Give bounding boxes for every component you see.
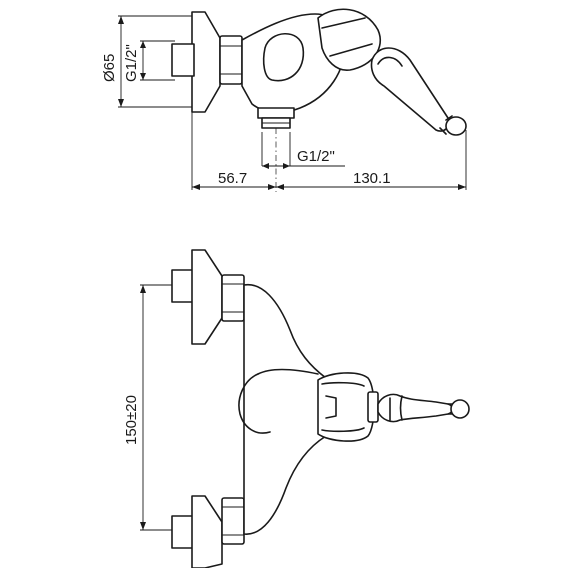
center-distance-label: 150±20 xyxy=(123,395,140,445)
lever-handle[interactable] xyxy=(370,47,450,132)
inlet-pipe xyxy=(171,43,195,77)
diameter-label: Ø65 xyxy=(101,54,118,82)
outlet-collar xyxy=(257,107,295,119)
lever-handle-front[interactable] xyxy=(377,393,454,423)
thread-bottom-label: G1/2" xyxy=(297,148,335,165)
lower-nut xyxy=(221,497,245,545)
arrow xyxy=(140,41,146,48)
upper-inlet-pipe xyxy=(171,269,195,303)
lower-inlet-pipe xyxy=(171,515,195,549)
union-nut xyxy=(219,35,243,85)
upper-flange xyxy=(191,249,223,345)
wall-flange xyxy=(191,11,221,113)
arrow xyxy=(118,99,124,107)
arrow xyxy=(118,16,124,24)
handle-tip xyxy=(445,116,467,136)
body-recess xyxy=(262,33,305,82)
mixer-body-front xyxy=(243,283,327,535)
offset-right-label: 130.1 xyxy=(353,170,391,187)
front-view: 150±20 xyxy=(123,249,470,568)
thread-top-label: G1/2" xyxy=(123,44,140,82)
body-contour xyxy=(238,373,271,434)
upper-nut xyxy=(221,274,245,322)
offset-left-label: 56.7 xyxy=(218,170,247,187)
side-view: Ø65 G1/2" G1/2" xyxy=(101,8,467,192)
handle-tip-front xyxy=(450,399,470,419)
arrow xyxy=(140,73,146,80)
lower-flange xyxy=(191,495,223,568)
